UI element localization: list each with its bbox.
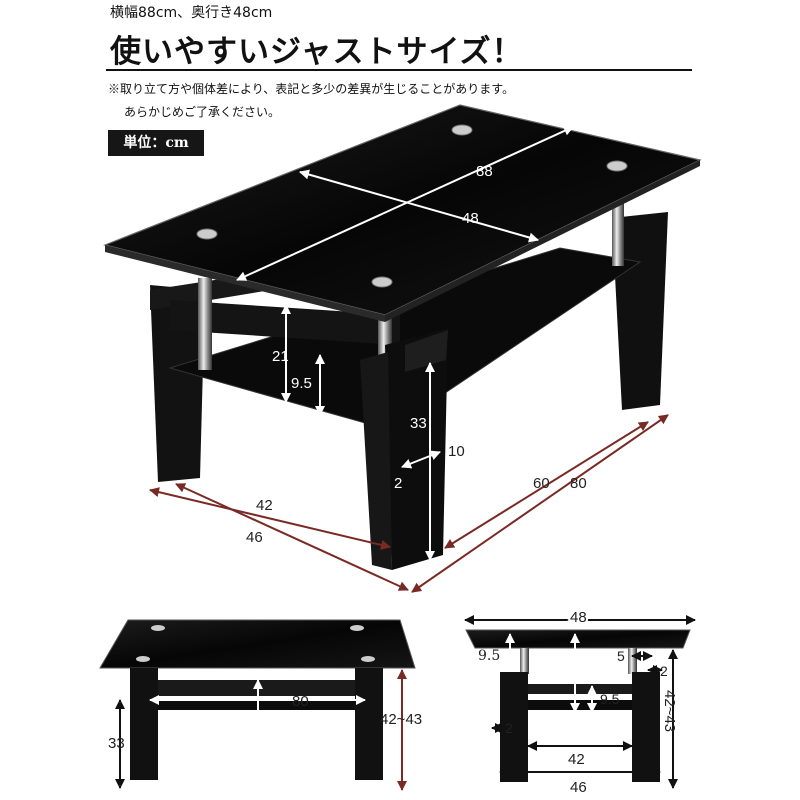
side-dim-thickness-right: 2 <box>660 663 668 679</box>
side-dim-shelf-gap: 9.5 <box>600 691 620 707</box>
side-leg-right <box>632 672 660 782</box>
dim-depth-outer: 80 <box>570 475 587 492</box>
front-view: 80 40 42~43 33 <box>99 619 422 791</box>
dim-depth-inner: 60 <box>533 475 550 492</box>
side-dim-outer-width: 46 <box>570 779 587 796</box>
side-dim-top-gap: 9.5 <box>478 648 500 664</box>
front-dim-width: 80 <box>292 693 309 710</box>
chrome-post <box>198 278 212 370</box>
dim-leg-gap: 2 <box>394 475 402 492</box>
front-dim-height: 42~43 <box>380 711 422 728</box>
headline-rule <box>106 69 692 71</box>
dim-outer-width: 46 <box>246 529 263 546</box>
side-dim-inset: 5 <box>617 648 625 664</box>
spec-text: 横幅88cm、奥行き48cm <box>110 5 273 21</box>
chrome-post <box>612 196 624 266</box>
side-dim-height: 42~43 <box>661 690 678 732</box>
dim-shelf-clearance: 21 <box>272 348 289 365</box>
disclaimer-line-2: あらかじめご了承ください。 <box>124 105 281 119</box>
side-view: 48 9.5 21 5 2 9.5 42~43 2 42 46 <box>464 607 696 796</box>
front-leg-left <box>130 668 158 780</box>
front-glass-top <box>99 619 416 669</box>
front-dim-inner: 40 <box>249 707 266 724</box>
front-leg-right <box>355 668 383 780</box>
dim-leg-height: 33 <box>410 415 427 432</box>
dim-shelf-thickness: 9.5 <box>291 375 312 392</box>
leg-back-left <box>150 285 205 482</box>
disclaimer-line-1: ※取り立て方や個体差により、表記と多少の差異が生じることがあります。 <box>108 82 515 96</box>
side-dim-top-width: 48 <box>570 609 587 626</box>
front-dim-leg-height: 33 <box>108 735 125 752</box>
main-table-view: 88 48 21 9.5 33 2 10 42 46 60 80 <box>103 104 702 593</box>
side-dim-leg-gap: 2 <box>505 720 513 736</box>
dim-top-width: 88 <box>476 163 493 180</box>
side-dim-clearance: 21 <box>562 653 578 669</box>
unit-badge: 単位：cm <box>108 130 204 156</box>
dim-leg-width: 10 <box>448 443 465 460</box>
dim-top-depth: 48 <box>462 210 479 227</box>
side-dim-inner-width: 42 <box>568 751 585 768</box>
side-glass-top <box>465 629 691 649</box>
dim-inner-width: 42 <box>256 497 273 514</box>
headline: 使いやすいジャストサイズ！ <box>110 34 524 70</box>
